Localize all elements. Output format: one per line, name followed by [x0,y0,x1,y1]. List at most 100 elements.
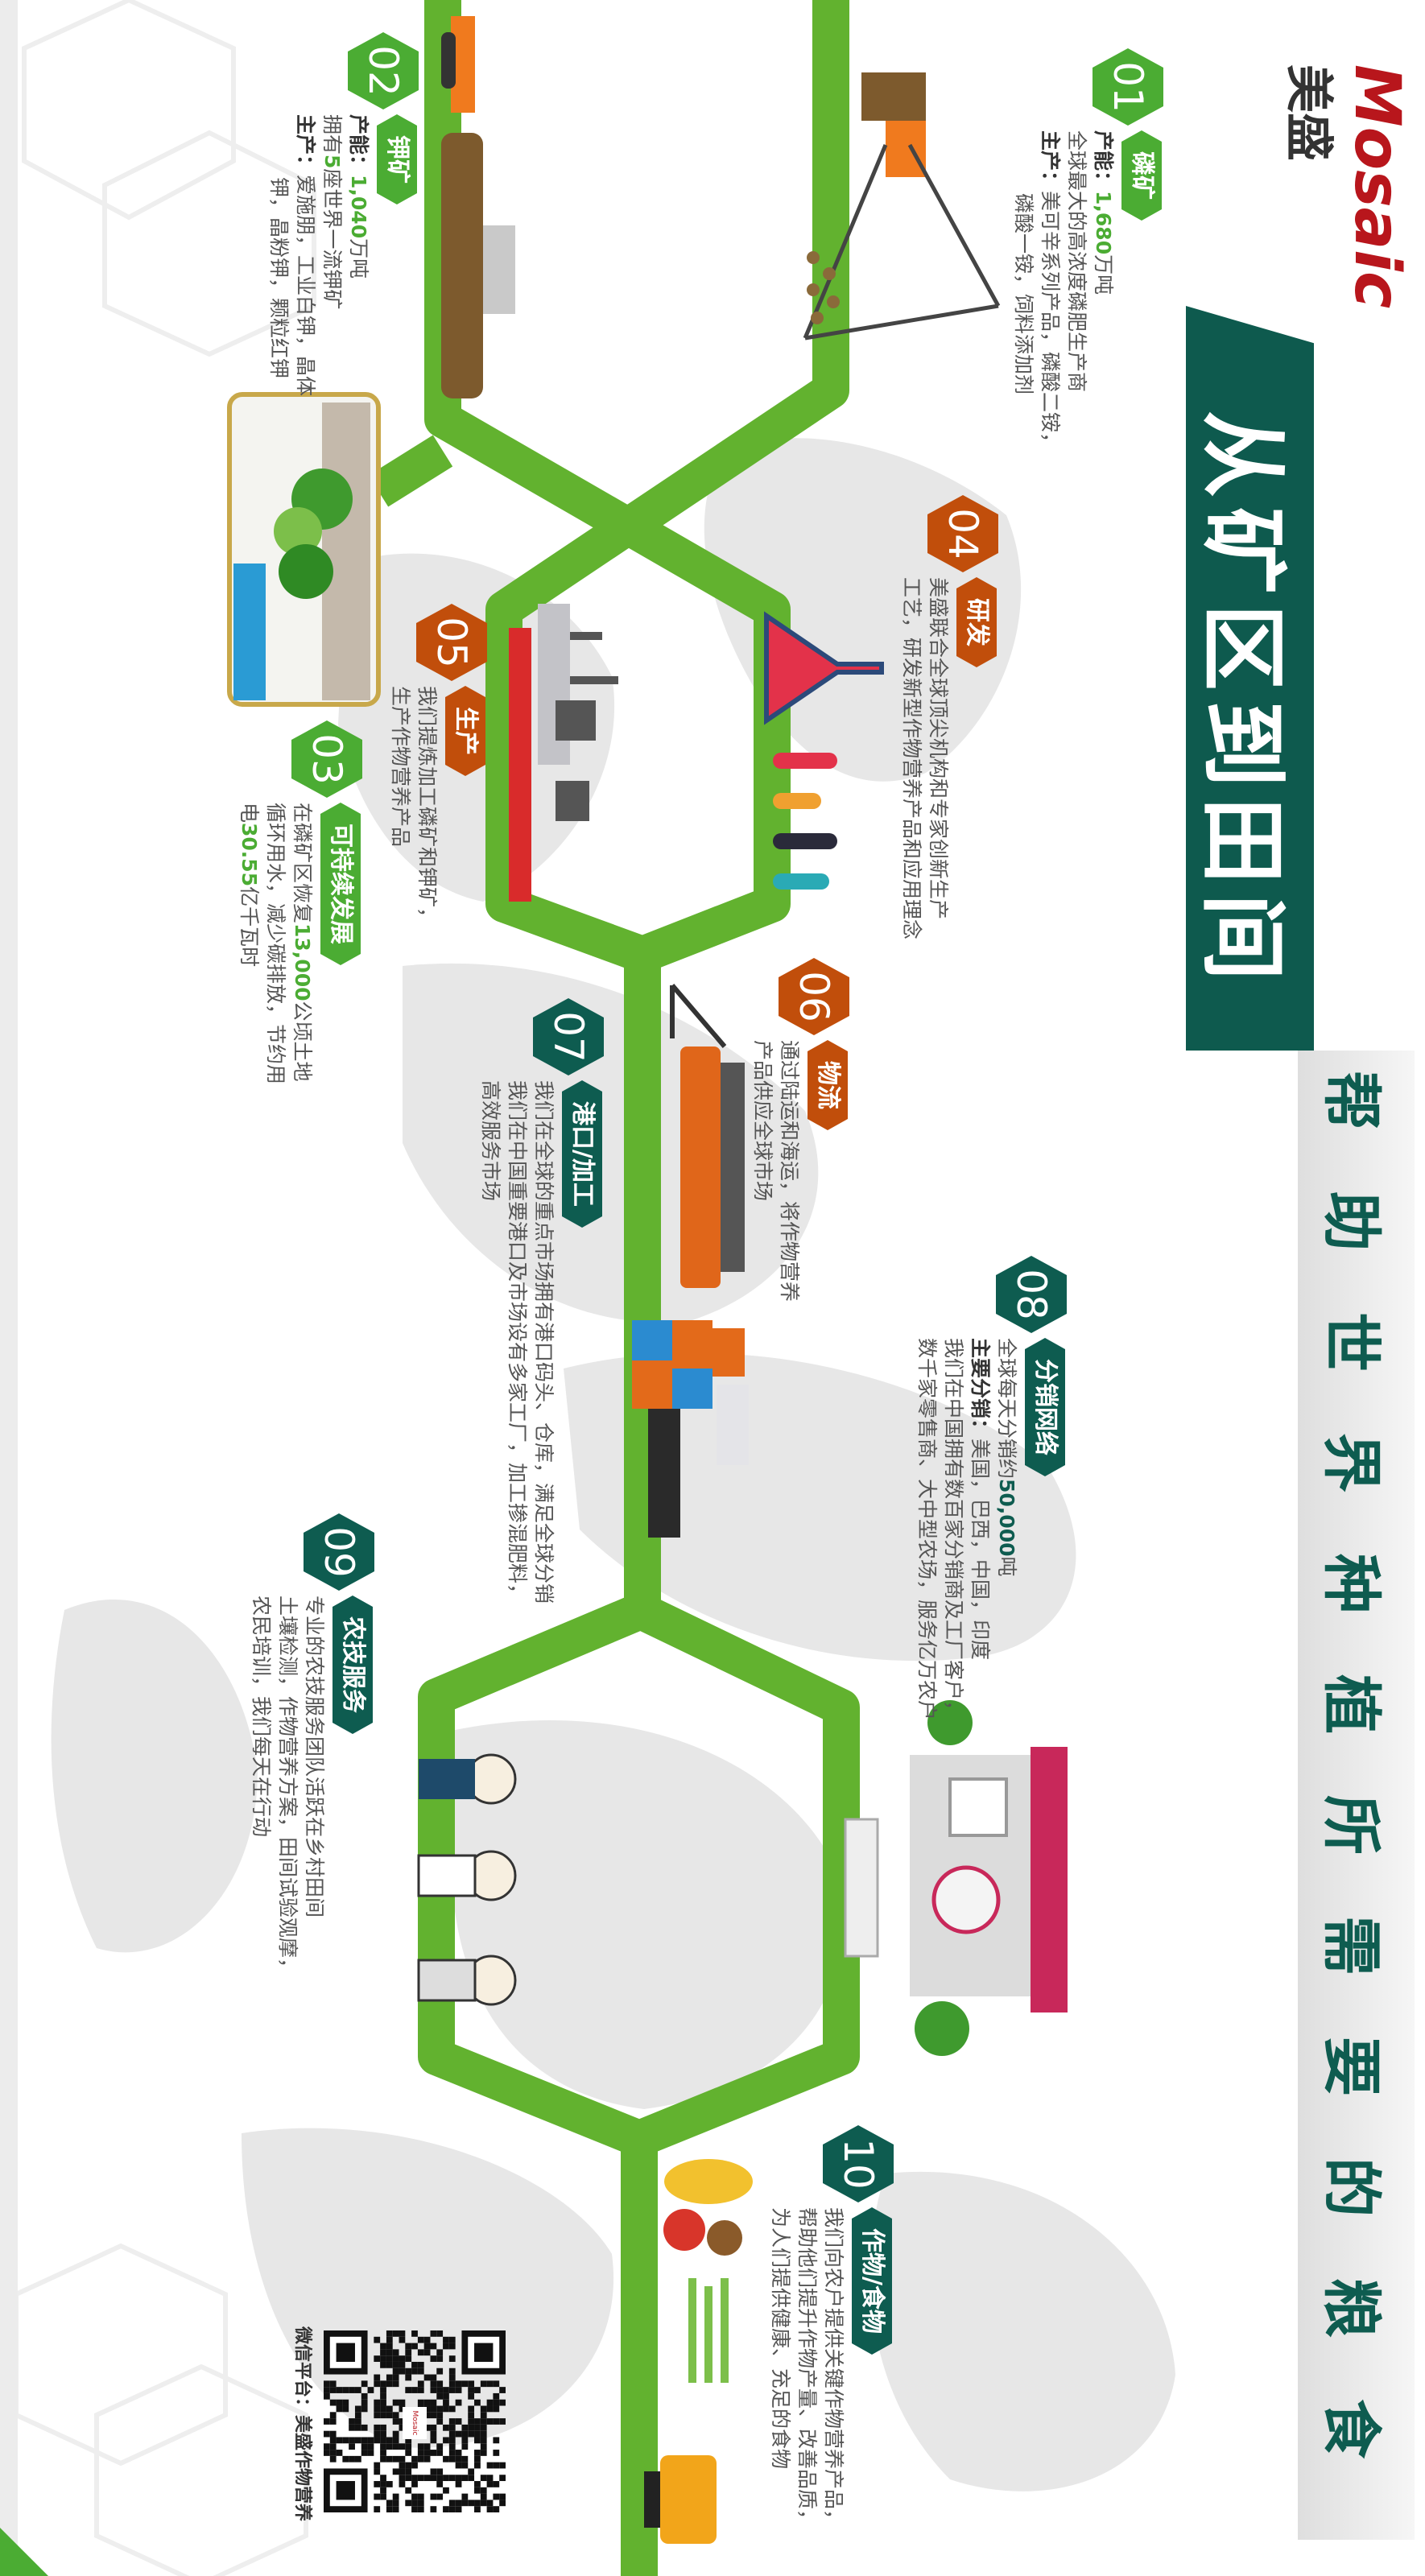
qr-module [329,2418,337,2425]
qr-module [374,2399,381,2406]
qr-module [436,2355,444,2362]
qr-module [411,2500,418,2507]
qr-module [430,2450,437,2456]
qr-module [423,2374,431,2381]
phosphate-excavator-illustration [803,72,1001,341]
qr-module [461,2443,469,2450]
qr-module [486,2462,494,2469]
qr-module [423,2399,431,2406]
qr-module [386,2405,393,2413]
qr-module [436,2475,444,2482]
qr-module [468,2418,475,2425]
qr-module [486,2500,494,2507]
qr-module [461,2462,469,2469]
qr-module [474,2481,481,2487]
qr-module [443,2487,449,2494]
qr-module [374,2374,381,2381]
qr-module [411,2343,418,2350]
qr-module [417,2475,424,2482]
step-content: 分销网络全球每天分销约50,000吨主要分销：美国，巴西，中国，印度我们在中国拥… [914,1338,1067,1720]
bg-hexagon-outline [102,130,316,357]
qr-module [430,2475,437,2482]
qr-module [374,2405,381,2413]
qr-module [443,2343,449,2350]
qr-module [392,2468,399,2475]
qr-module [443,2506,449,2512]
step-text-line: 工艺，研发新型作物营养产品和应用理念 [898,577,925,939]
step-title-pill: 钾矿 [377,114,417,204]
step-text-line: 通过陆运和海运，将作物营养 [776,1040,803,1302]
qr-module [499,2500,506,2507]
qr-module [448,2475,456,2482]
qr-module [392,2418,399,2425]
qr-module [411,2387,418,2393]
step-text-line: 拥有5座世界一流钾矿 [319,114,345,396]
qr-module [374,2336,381,2343]
qr-module [392,2374,399,2381]
text-label: 主要分销： [969,1338,992,1439]
qr-module [474,2487,481,2494]
qr-module [480,2412,487,2419]
qr-module [486,2506,494,2512]
qr-module [417,2450,424,2456]
qr-module [417,2443,424,2450]
qr-module [374,2462,381,2469]
text-label: 主产： [294,114,317,175]
text-segment: 电 [238,803,261,824]
text-segment: 我们在中国重要港口及市场设有多家工厂，加工掺混肥料， [506,1080,529,1604]
cargo-ship-illustration [670,984,745,1288]
step-text-line: 电30.55亿千瓦时 [236,803,262,1084]
qr-module [392,2500,399,2507]
qr-module [349,2387,355,2393]
text-segment: 为人们提供健康、充足的食物 [769,2207,792,2470]
qr-module [411,2361,418,2368]
qr-module [468,2424,475,2431]
qr-module [474,2424,481,2431]
text-segment: 数千家零售商、大中型农场，服务亿万农户 [915,1338,939,1721]
subtitle-wrap: 帮助世界种植所需要的粮食 [1298,1051,1415,2540]
qr-module [380,2380,386,2388]
qr-module [443,2455,449,2462]
qr-module [493,2380,500,2388]
step-title-pill: 港口/加工 [562,1080,602,1228]
qr-module [392,2437,399,2444]
qr-center-logo: Mosaic [403,2407,427,2439]
highlight-value: 13,000 [291,923,314,1001]
qr-module [499,2418,506,2425]
qr-module [399,2418,406,2425]
qr-module [486,2481,494,2487]
qr-module [329,2450,337,2456]
qr-module [430,2506,437,2512]
qr-module [380,2424,386,2431]
step-number-badge: 09 [304,1513,374,1591]
qr-module [386,2336,393,2343]
qr-module [324,2430,330,2438]
step-title-pill: 可持续发展 [320,803,361,965]
qr-module [411,2330,418,2337]
qr-module [411,2368,418,2375]
qr-module [455,2500,462,2507]
qr-module [380,2455,386,2462]
qr-module [361,2405,368,2413]
qr-module [405,2349,412,2356]
qr-module [436,2493,444,2500]
step-content: 作物/食物我们向农户提供关键作物营养产品，帮助他们提升作物产量、改善品质，为人们… [767,2207,894,2529]
qr-module [423,2405,431,2413]
step-text-line: 在磷矿区恢复13,000公顷土地 [289,803,316,1084]
text-label: 主产： [1039,130,1062,192]
logo-text-en: Mosaic [1340,64,1413,309]
qr-module [474,2387,481,2393]
step-text-line: 主产：爱施朋，工业白钾，晶体 [292,114,319,396]
wechat-qr-code[interactable] [320,2330,509,2512]
qr-module [354,2387,361,2393]
qr-module [468,2387,475,2393]
text-segment: 循环用水，减少碳排放，节约用 [264,803,287,1085]
text-segment: 我们在全球的重点市场拥有港口码头、仓库，满足全球分销 [532,1080,556,1604]
qr-module [392,2330,399,2337]
qr-module [436,2418,444,2425]
qr-module [380,2361,386,2368]
text-segment: 专业的农技服务团队活跃在乡村田间 [303,1596,326,1918]
qr-module [361,2450,368,2456]
